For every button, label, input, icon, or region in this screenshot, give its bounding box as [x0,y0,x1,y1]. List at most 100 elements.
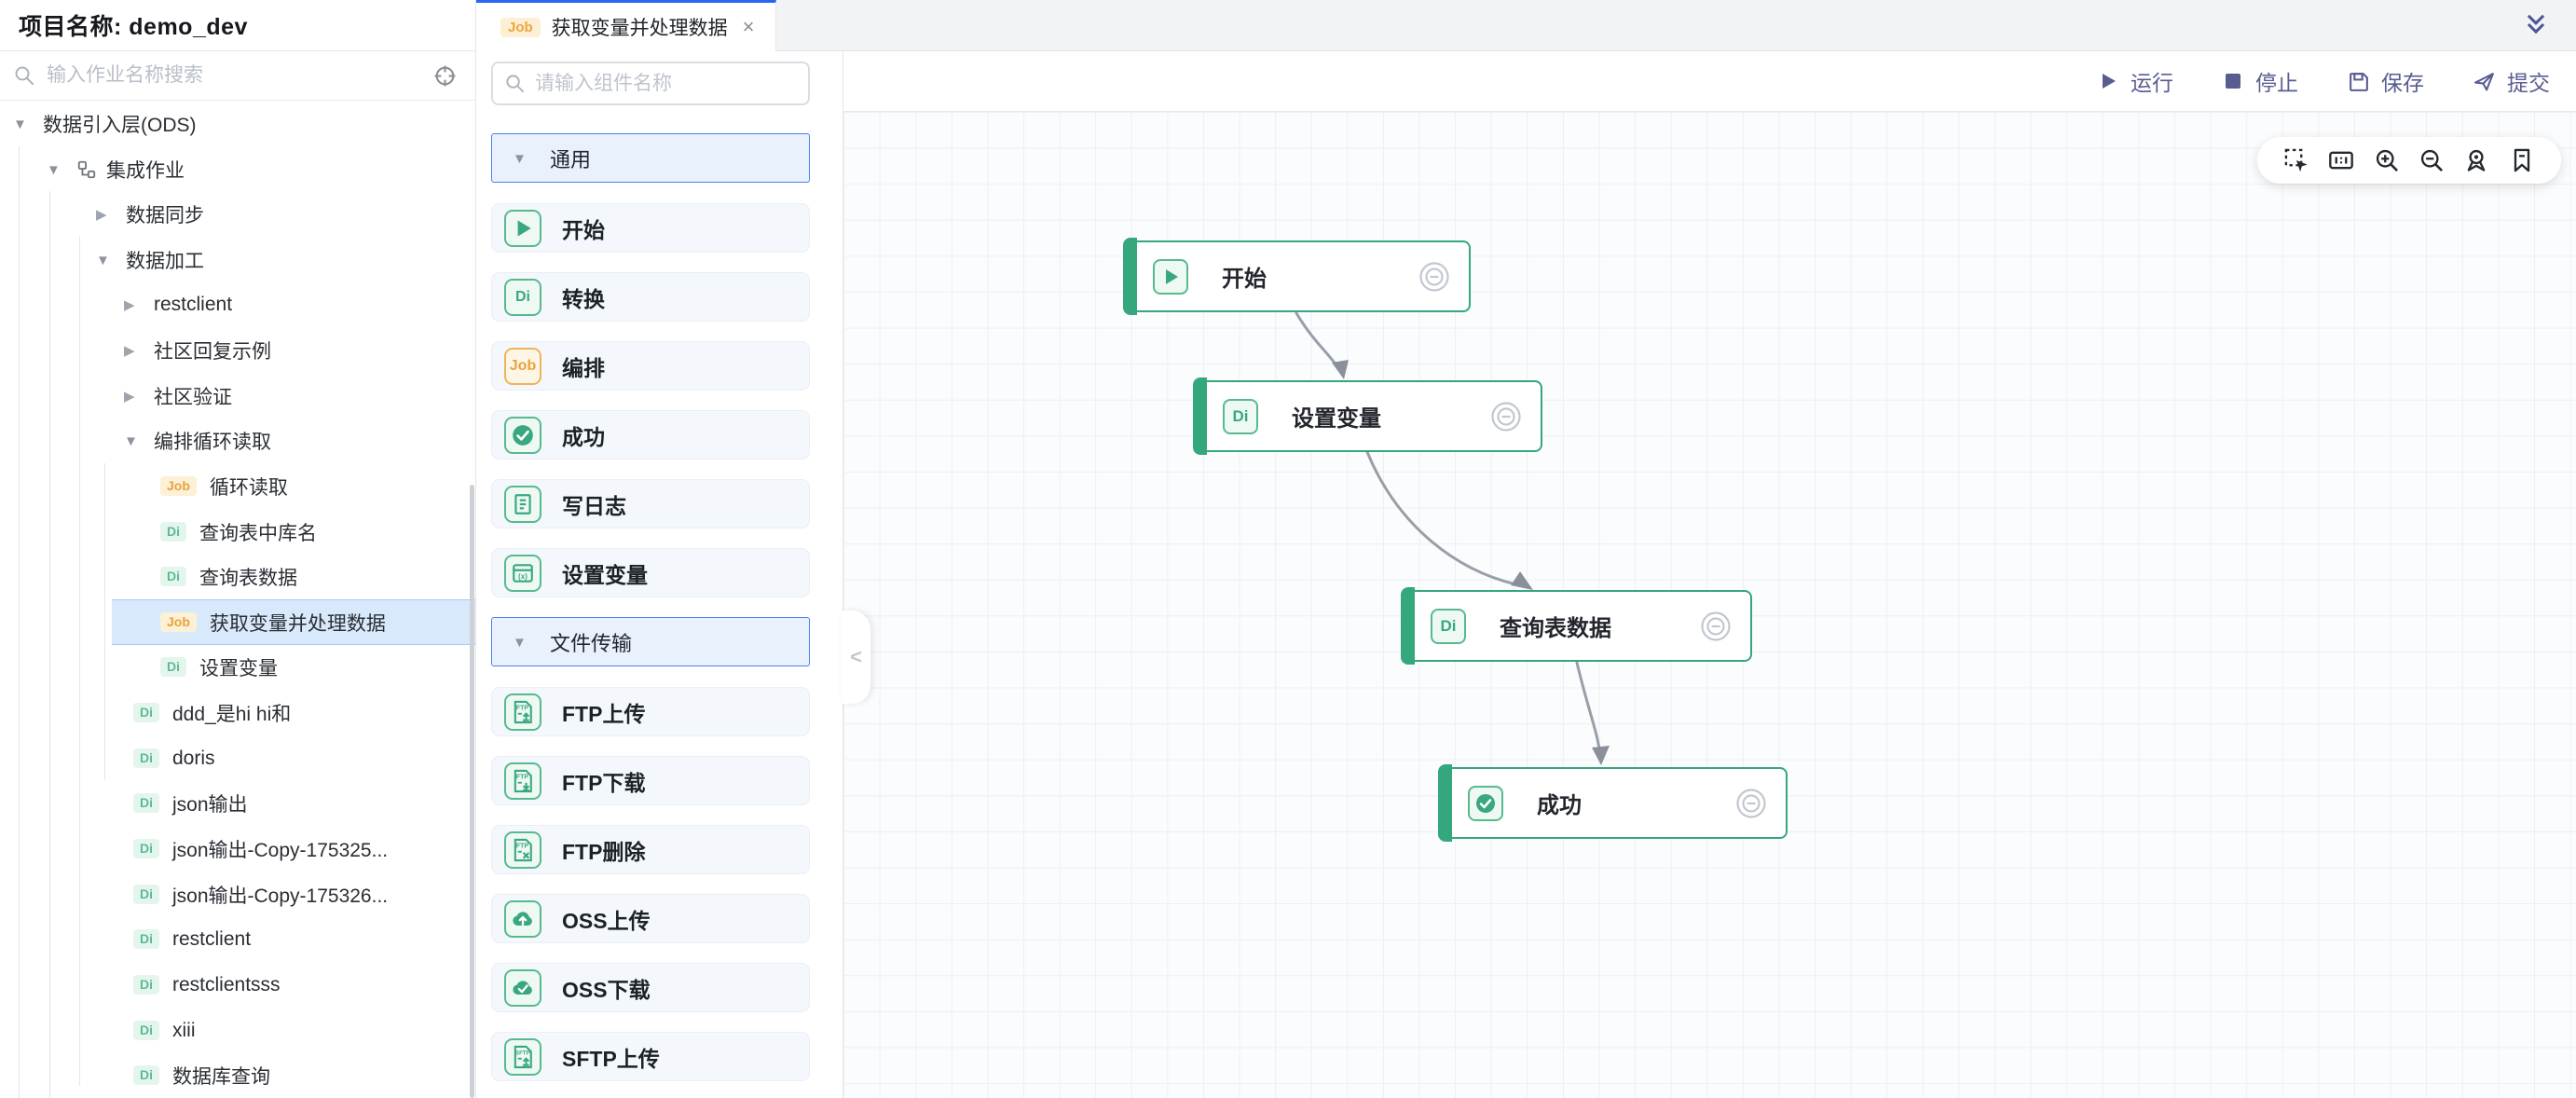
bookmark-icon[interactable] [2509,147,2535,173]
node-port-icon[interactable] [1418,261,1450,293]
run-button[interactable]: 运行 [2097,65,2173,97]
component-ftp-delete[interactable]: FTP删除 [491,825,810,874]
node-port-icon[interactable] [1490,401,1522,432]
component-search-input[interactable] [535,72,797,95]
section-general[interactable]: 通用 [491,133,810,183]
editor-toolbar: 运行 停止 保存 提交 [843,51,2576,112]
chevron-right-icon[interactable] [124,295,154,315]
zoom-in-icon[interactable] [2374,147,2400,173]
component-orchestrate[interactable]: Job 编排 [491,341,810,391]
chevron-right-icon[interactable] [96,204,126,225]
component-start[interactable]: 开始 [491,203,810,253]
node-accent-bar [1122,238,1137,315]
canvas-zoom-toolbar [2257,137,2561,184]
zoom-out-icon[interactable] [2418,147,2445,173]
collapse-panel-handle[interactable]: < [842,611,870,704]
oss-upload-icon [504,899,541,938]
tree-item-data-sync[interactable]: 数据同步 [0,191,475,237]
sidebar-scrollbar[interactable] [470,485,474,1098]
stop-button[interactable]: 停止 [2222,65,2298,97]
chevron-down-icon[interactable] [513,148,550,169]
node-start[interactable]: 开始 [1122,238,1471,315]
tree-indent-guide [104,463,105,780]
job-badge: Job [500,17,541,37]
search-icon [504,73,526,94]
node-set-variable[interactable]: Di 设置变量 [1192,377,1542,455]
node-success[interactable]: 成功 [1437,764,1788,842]
di-badge: Di [160,567,186,586]
tree-item-loop-read-folder[interactable]: 编排循环读取 [0,418,475,463]
chevron-down-icon[interactable] [96,250,126,270]
tree-item-ods-layer[interactable]: 数据引入层(ODS) [0,101,475,146]
chevron-down-icon[interactable] [513,632,550,652]
di-badge: Di [160,522,186,542]
double-chevron-down-icon[interactable] [2522,11,2550,42]
tree-item-community-reply[interactable]: 社区回复示例 [0,327,475,373]
tree-item-community-verify[interactable]: 社区验证 [0,373,475,419]
component-success[interactable]: 成功 [491,410,810,460]
di-icon: Di [504,278,541,316]
component-search-bar [491,62,810,105]
di-badge: Di [133,1021,159,1040]
di-badge: Di [133,929,159,949]
component-write-log[interactable]: 写日志 [491,479,810,528]
section-file-transfer[interactable]: 文件传输 [491,617,810,666]
node-query-table-data[interactable]: Di 查询表数据 [1400,587,1752,665]
component-ftp-upload[interactable]: FTP上传 [491,687,810,736]
project-header: 项目名称: demo_dev [0,0,475,51]
locate-view-icon[interactable] [2463,147,2489,173]
marquee-select-icon[interactable] [2283,147,2309,173]
di-badge: Di [133,975,159,995]
tab-bar: Job 获取变量并处理数据 × [476,0,2576,51]
job-search-input[interactable] [47,64,433,87]
save-button[interactable]: 保存 [2347,65,2424,97]
node-port-icon[interactable] [1700,611,1732,642]
di-badge: Di [160,657,186,677]
log-icon [504,485,541,523]
tree-item-restclient-folder[interactable]: restclient [0,281,475,327]
chevron-left-icon: < [850,645,862,668]
submit-button[interactable]: 提交 [2473,65,2550,97]
component-transform[interactable]: Di 转换 [491,272,810,322]
check-circle-icon [1468,785,1503,821]
component-oss-upload[interactable]: OSS上传 [491,894,810,943]
chevron-down-icon[interactable] [47,159,76,180]
save-icon [2347,70,2370,93]
close-icon[interactable]: × [742,15,755,38]
hierarchy-icon [76,159,97,180]
chevron-right-icon[interactable] [124,340,154,361]
variable-icon [504,554,541,592]
node-port-icon[interactable] [1735,788,1767,819]
chevron-down-icon[interactable] [124,431,154,451]
component-sftp-upload[interactable]: SFTP上传 [491,1032,810,1081]
component-ftp-download[interactable]: FTP下载 [491,756,810,805]
tab-get-vars-process-data[interactable]: Job 获取变量并处理数据 × [476,0,776,51]
tree-item-data-processing[interactable]: 数据加工 [0,237,475,282]
chevron-right-icon[interactable] [124,386,154,406]
component-oss-download[interactable]: OSS下载 [491,963,810,1012]
workflow-canvas[interactable]: 开始 Di 设置变量 Di 查询表数据 成功 [843,112,2576,1098]
workflow-editor: 运行 停止 保存 提交 开始 Di [843,51,2576,1098]
di-icon: Di [1431,608,1466,644]
tree-item-integration-jobs[interactable]: 集成作业 [0,146,475,192]
chevron-down-icon[interactable] [13,114,43,134]
fit-ratio-icon[interactable] [2328,147,2354,173]
oss-download-icon [504,968,541,1007]
locate-target-icon[interactable] [433,64,457,88]
component-set-variable[interactable]: 设置变量 [491,548,810,597]
ftp-download-icon [504,762,541,800]
